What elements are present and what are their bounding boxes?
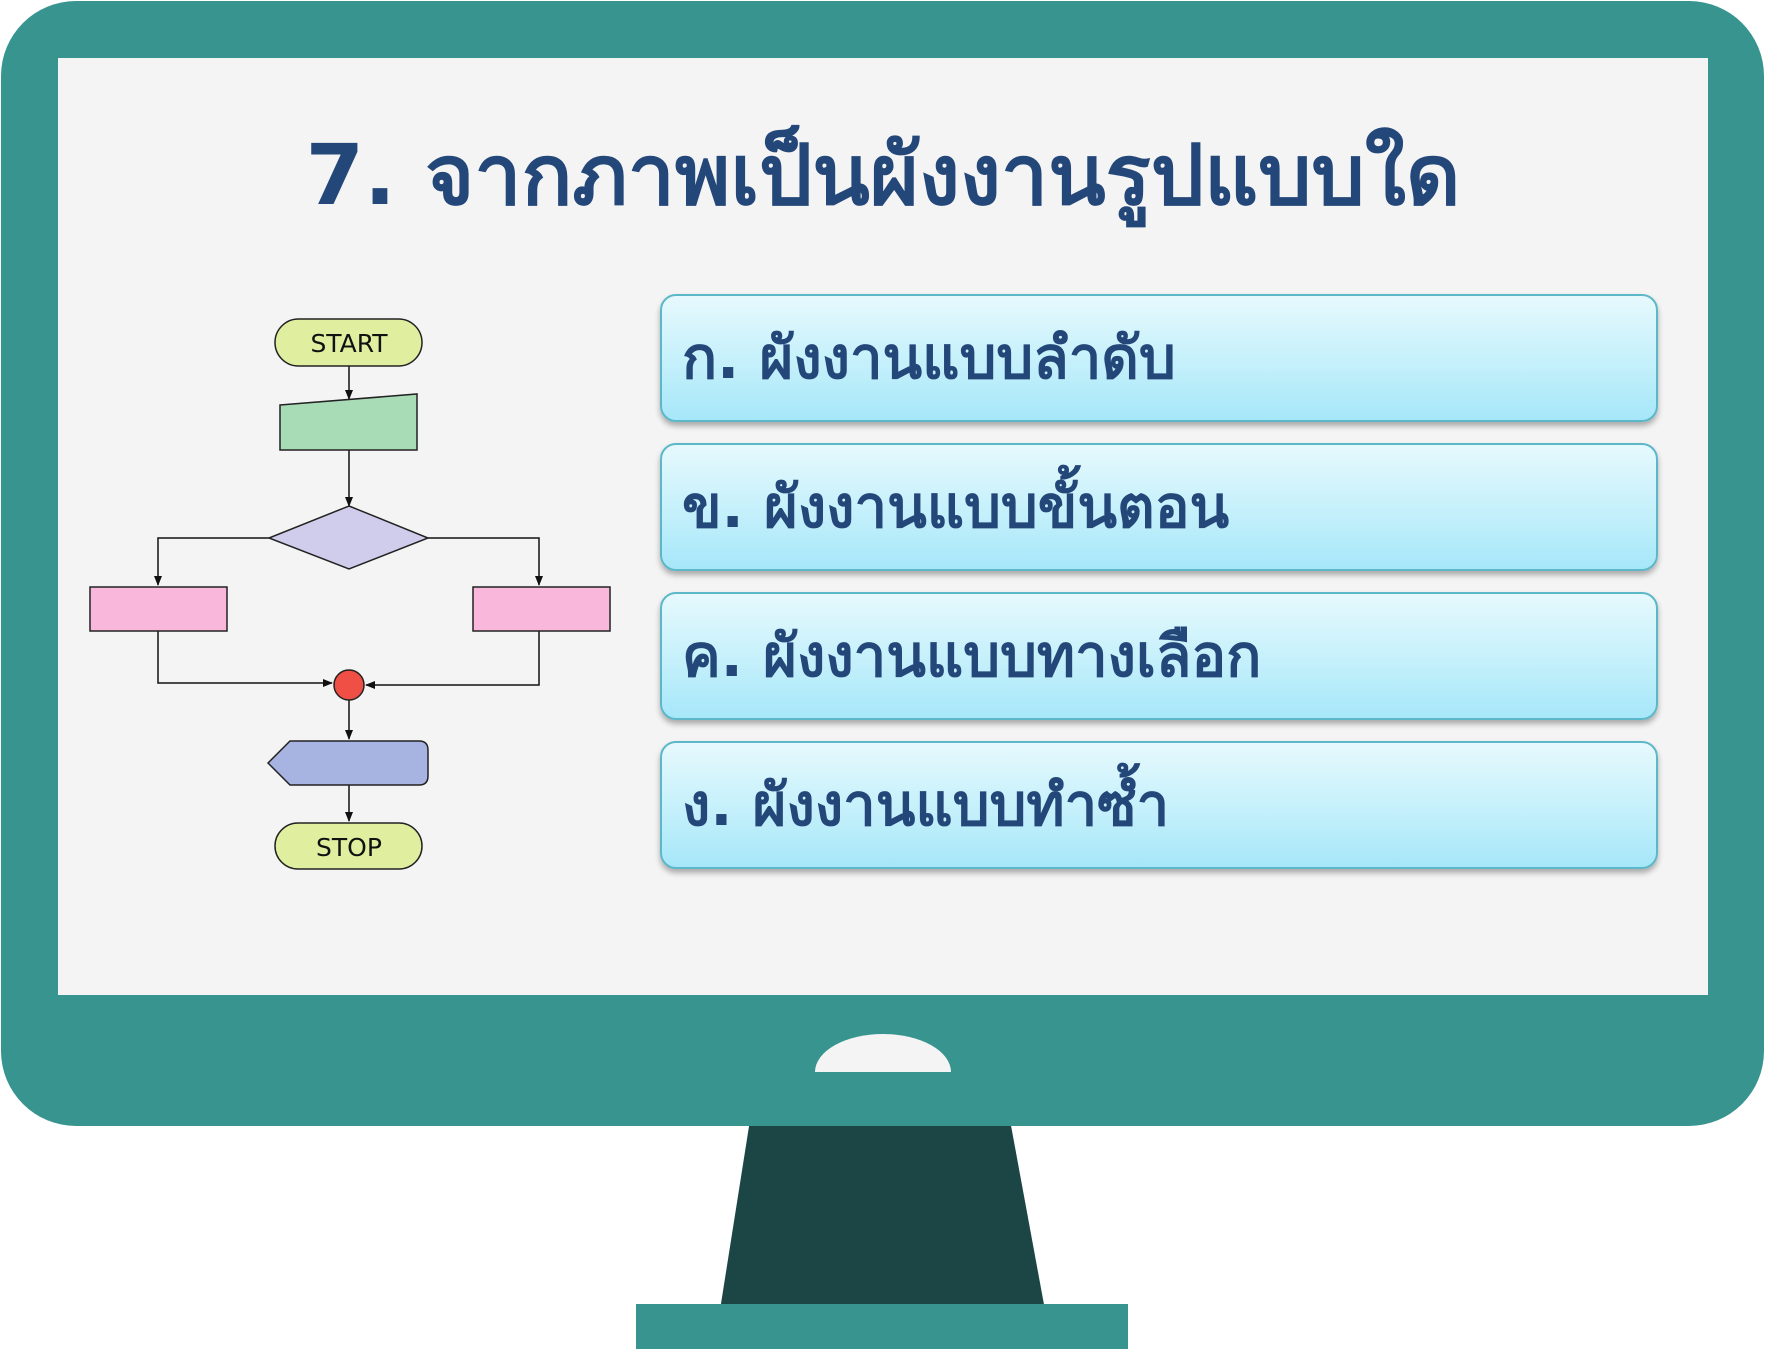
flow-arrow-right-to-connector [365,631,540,689]
question-title: 7. จากภาพเป็นผังงานรูปแบบใด [305,126,1461,224]
flowchart-start-terminal [274,318,423,367]
answer-option-4[interactable]: ง. ผังงานแบบทำซ้ำ [660,741,1658,869]
flowchart-connector-circle [333,669,365,701]
flowchart-display-shape [266,740,429,786]
answer-option-3-label: ค. ผังงานแบบทางเลือก [682,622,1262,690]
flowchart-start-label: START [310,329,388,358]
answer-option-2[interactable]: ข. ผังงานแบบขั้นตอน [660,443,1658,571]
flowchart-stop-label: STOP [316,833,382,862]
answer-option-4-label: ง. ผังงานแบบทำซ้ำ [682,771,1170,839]
answer-option-3[interactable]: ค. ผังงานแบบทางเลือก [660,592,1658,720]
monitor-stand [720,1120,1045,1310]
flow-arrow-left-to-connector [157,631,333,687]
answer-option-1[interactable]: ก. ผังงานแบบลำดับ [660,294,1658,422]
flowchart-decision-diamond [266,505,431,570]
flowchart-process-left [89,586,228,632]
monitor-logo-dome [815,1034,951,1072]
flowchart-diagram: START STOP [89,318,611,870]
answer-option-2-label: ข. ผังงานแบบขั้นตอน [682,473,1230,541]
flowchart-stop-terminal [274,822,423,870]
flowchart-input-shape [279,393,418,451]
monitor-stand-base [636,1304,1128,1349]
flow-arrow-decision-right [428,537,543,586]
flow-arrow-decision-left [154,537,269,586]
answer-option-1-label: ก. ผังงานแบบลำดับ [682,324,1176,392]
flowchart-process-right [472,586,611,632]
